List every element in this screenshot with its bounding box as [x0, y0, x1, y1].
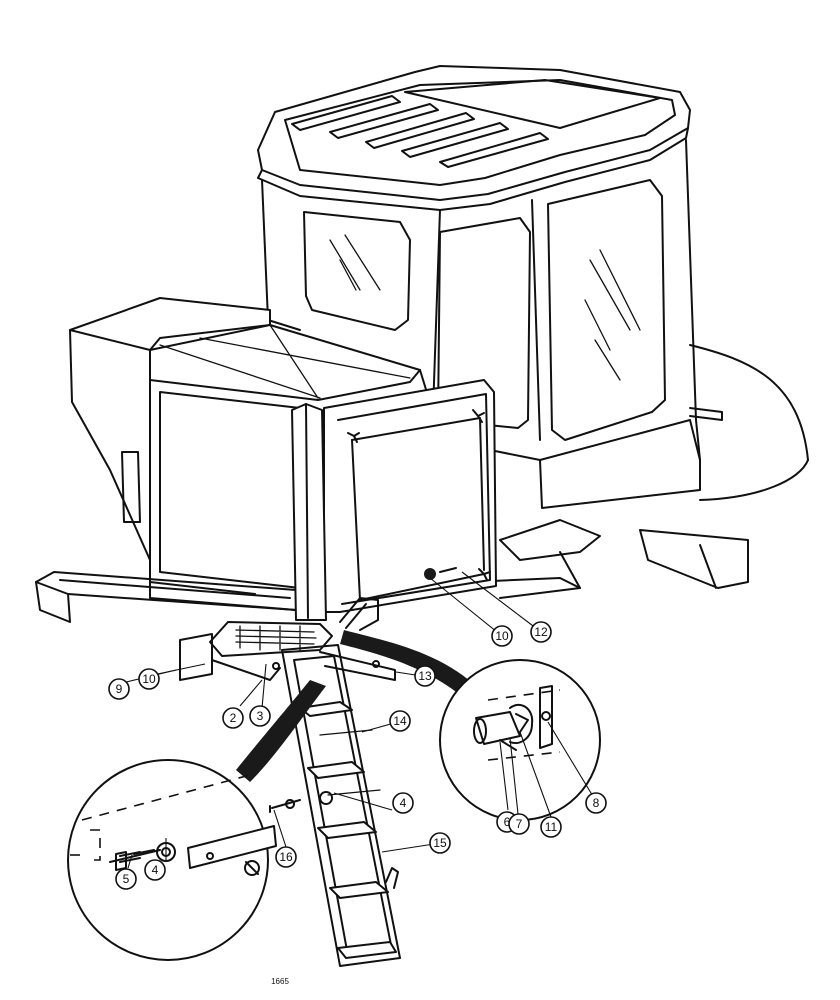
detail-circle-right	[340, 630, 601, 821]
access-ladder	[281, 644, 401, 967]
callout-leaders	[117, 571, 595, 869]
callout-9-label: 9	[116, 682, 123, 696]
callout-13: 13	[414, 665, 436, 687]
step-platform	[179, 621, 396, 681]
callout-12: 12	[530, 621, 552, 643]
callout-5: 5	[115, 868, 137, 890]
callout-10-left: 10	[138, 668, 160, 690]
figure-number: 1665	[271, 977, 289, 986]
callout-15: 15	[429, 832, 451, 854]
callout-12-label: 12	[534, 625, 548, 639]
callout-8: 8	[585, 792, 607, 814]
callout-7: 7	[508, 813, 530, 835]
ladder-mounting-bolt	[269, 791, 334, 813]
callout-16: 16	[275, 846, 297, 868]
handrail-hook	[339, 597, 379, 631]
callout-5-label: 5	[123, 872, 130, 886]
callout-7-label: 7	[516, 817, 523, 831]
callout-8-label: 8	[593, 796, 600, 810]
callout-11: 11	[540, 816, 562, 838]
callout-10-right-label: 10	[495, 629, 509, 643]
callout-10-right: 10	[491, 625, 513, 647]
callout-11-label: 11	[545, 820, 558, 834]
callout-14-label: 14	[393, 714, 407, 728]
callout-4-ladder: 4	[392, 792, 414, 814]
detail-circle-left	[67, 680, 326, 961]
callout-16-label: 16	[279, 850, 293, 864]
callout-3-label: 3	[257, 709, 264, 723]
callout-6-label: 6	[504, 815, 511, 829]
callout-9: 9	[108, 678, 130, 700]
engine-housing	[69, 297, 429, 611]
callout-4-detail-label: 4	[152, 863, 159, 877]
callout-15-label: 15	[433, 836, 447, 850]
callout-2: 2	[222, 707, 244, 729]
side-door-panel	[323, 379, 497, 613]
callout-4-detail: 4	[144, 859, 166, 881]
callout-4-ladder-label: 4	[400, 796, 407, 810]
callout-14: 14	[389, 710, 411, 732]
support-post	[291, 403, 327, 621]
callout-bubbles: 2 3 4 4 5 6 7 8 9 10 10 11 12 13 14 15 1…	[108, 621, 607, 890]
callout-10-left-label: 10	[142, 672, 156, 686]
callout-13-label: 13	[418, 669, 432, 683]
callout-2-label: 2	[230, 711, 237, 725]
callout-3: 3	[249, 705, 271, 727]
